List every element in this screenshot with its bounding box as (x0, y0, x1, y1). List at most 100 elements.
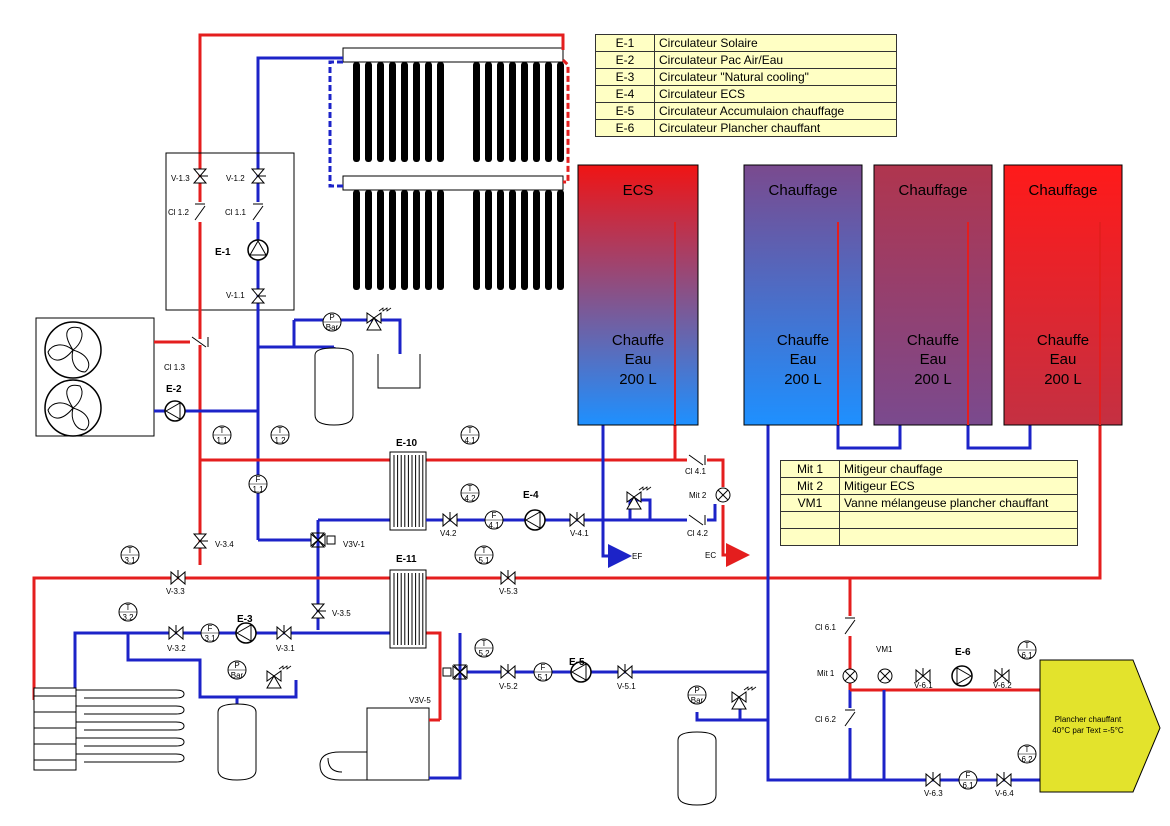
three-way-valve (310, 532, 336, 548)
svg-text:Cl 6.2: Cl 6.2 (815, 715, 836, 724)
svg-text:V-1.2: V-1.2 (226, 174, 245, 183)
svg-text:V4.2: V4.2 (440, 529, 457, 538)
legend-description: Circulateur Accumulaion chauffage (654, 102, 897, 120)
isolation-valve (250, 288, 266, 304)
legend-code: E-2 (595, 51, 655, 69)
svg-text:EC: EC (705, 551, 716, 560)
gauge-number: 1.2 (274, 436, 286, 445)
ecs-return-loop (258, 425, 717, 630)
svg-text:Chauffage: Chauffage (1029, 182, 1098, 199)
collector-header-top (342, 47, 564, 63)
svg-text:Eau: Eau (790, 351, 817, 368)
gauge-type: P (694, 686, 699, 695)
isolation-valve (168, 625, 184, 641)
floor-coil (76, 737, 185, 747)
gauge-type: F (492, 511, 497, 520)
gauge-number: 4.1 (464, 436, 476, 445)
gauge-type: T (482, 639, 487, 648)
collector-tube (353, 62, 360, 162)
drain-bucket (377, 354, 421, 389)
check-valve (687, 514, 707, 526)
legend-code: E-6 (595, 119, 655, 137)
tank-chauffage-1: Chauffage Chauffe Eau 200 L (743, 164, 863, 426)
gauge-number: 5.1 (537, 673, 549, 682)
svg-text:V-6.3: V-6.3 (924, 789, 943, 798)
svg-text:EF: EF (632, 552, 642, 561)
temperature-sensor-icon: T6.1 (1017, 640, 1037, 660)
floor-coil (76, 753, 185, 763)
gauge-type: F (541, 663, 546, 672)
collector-tube (545, 62, 552, 162)
isolation-valve (442, 512, 458, 528)
solar-collectors (342, 47, 564, 290)
check-valve (194, 202, 206, 222)
flow-meter-icon: F3.1 (200, 623, 220, 643)
expansion-vessel-1 (314, 347, 354, 426)
collector-tube (365, 190, 372, 290)
svg-text:200 L: 200 L (1044, 371, 1082, 388)
collector-tube (557, 62, 564, 162)
isolation-valve (500, 664, 516, 680)
legend-description: Circulateur ECS (654, 85, 897, 103)
legend-code: VM1 (780, 494, 840, 512)
gauge-type: T (1025, 745, 1030, 754)
solar-station-box (165, 152, 295, 311)
svg-text:V-6.4: V-6.4 (995, 789, 1014, 798)
gauge-type: F (966, 771, 971, 780)
boiler (319, 707, 430, 781)
safety-valve-icon (626, 486, 652, 510)
isolation-valve (192, 533, 208, 549)
gauge-type: T (1025, 641, 1030, 650)
temperature-sensor-icon: T5.2 (474, 638, 494, 658)
svg-text:Cl 4.1: Cl 4.1 (685, 467, 706, 476)
svg-text:V-5.3: V-5.3 (499, 587, 518, 596)
svg-text:Mit 2: Mit 2 (689, 491, 707, 500)
collector-tube (401, 190, 408, 290)
legend-code: Mit 2 (780, 477, 840, 495)
circulator-pump-icon (164, 400, 186, 422)
collector-tube (389, 62, 396, 162)
svg-text:V-5.2: V-5.2 (499, 682, 518, 691)
cooling-branch (73, 631, 442, 720)
collector-tube (485, 62, 492, 162)
svg-text:V-3.1: V-3.1 (276, 644, 295, 653)
collector-tube (425, 190, 432, 290)
collector-tube (509, 62, 516, 162)
legend-mitigeurs-row (780, 511, 1078, 529)
gauge-type: P (329, 313, 334, 322)
heat-pump-pipes (154, 340, 258, 413)
collector-tube (533, 190, 540, 290)
svg-text:Chauffe: Chauffe (1037, 332, 1089, 349)
svg-text:Eau: Eau (920, 351, 947, 368)
floor-coil (76, 721, 185, 731)
svg-text:Chauffage: Chauffage (769, 182, 838, 199)
isolation-valve (170, 570, 186, 586)
floor-coil (76, 705, 185, 715)
isolation-valve (925, 772, 941, 788)
isolation-valve (310, 603, 326, 619)
flow-meter-icon: F6.1 (958, 770, 978, 790)
svg-text:200 L: 200 L (914, 371, 952, 388)
svg-text:Chauffe: Chauffe (777, 332, 829, 349)
legend-code: E-4 (595, 85, 655, 103)
legend-description: Circulateur "Natural cooling" (654, 68, 897, 86)
svg-text:E-11: E-11 (396, 554, 417, 565)
collector-tube (413, 190, 420, 290)
safety-valve-icon (366, 307, 392, 331)
solar-station-pipes (198, 180, 260, 565)
svg-text:Chauffe: Chauffe (907, 332, 959, 349)
gauge-type: F (208, 624, 213, 633)
gauge-type: F (256, 475, 261, 484)
legend-code: E-5 (595, 102, 655, 120)
gauge-number: 5.2 (478, 649, 490, 658)
temperature-sensor-icon: T3.2 (118, 602, 138, 622)
legend-code (780, 528, 840, 546)
collector-tube (545, 190, 552, 290)
isolation-valve (192, 168, 208, 184)
isolation-valve (617, 664, 633, 680)
svg-text:Plancher chauffant: Plancher chauffant (1055, 715, 1122, 724)
exchanger-e10 (389, 451, 427, 531)
